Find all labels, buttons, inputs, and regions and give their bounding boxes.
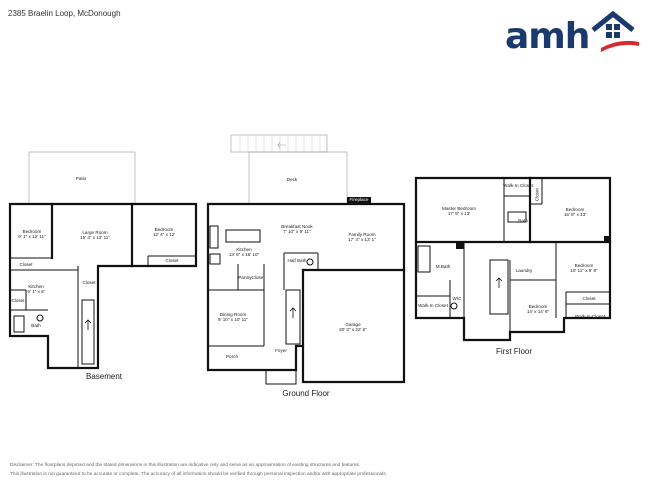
room-walk-in-closet: Walk-In Closet <box>503 183 533 188</box>
floor-label-first-floor: First Floor <box>496 347 532 356</box>
amh-logo: amh <box>505 10 639 54</box>
logo-wordmark: amh <box>505 16 589 54</box>
room-bath: Bath <box>31 323 41 328</box>
disclaimer: Disclaimer: The floorplans depicted and … <box>10 461 640 479</box>
room-bath: Bath <box>518 218 528 223</box>
floor-label-basement: Basement <box>85 372 123 381</box>
room-closet: Closet <box>82 280 96 285</box>
room-walk-in-closet: Walk-In-Closet <box>575 314 605 319</box>
room-closet: Closet <box>19 262 33 267</box>
room-wc: W/C <box>452 296 462 301</box>
room-porch: Porch <box>225 354 239 359</box>
disclaimer-line: This illustration is not guaranteed to b… <box>10 472 387 477</box>
room-walk-in-closet: Walk-In Closet <box>418 303 448 308</box>
room-laundry: Laundry <box>515 268 533 273</box>
room-m-bath: M.Bath <box>435 264 451 269</box>
property-address: 2385 Braelin Loop, McDonough <box>8 9 121 18</box>
floor-label-ground-floor: Ground Floor <box>282 389 330 398</box>
room-closet: Closet <box>582 296 596 301</box>
room-patio: Patio <box>75 176 87 181</box>
room-foyer: Foyer <box>275 348 287 353</box>
room-closet: Closet <box>165 258 179 263</box>
room-pantry: Pantry <box>238 275 252 280</box>
room-closet: Closet <box>11 298 25 303</box>
room-closet: Closet <box>251 275 265 280</box>
room-half-bath: Half Bath <box>287 258 307 263</box>
disclaimer-line: Disclaimer: The floorplans depicted and … <box>10 463 361 468</box>
room-deck: Deck <box>286 177 298 182</box>
room-fireplace: Fireplace <box>349 197 369 202</box>
house-roof-icon <box>591 10 639 52</box>
room-closet: Closet <box>534 188 540 202</box>
